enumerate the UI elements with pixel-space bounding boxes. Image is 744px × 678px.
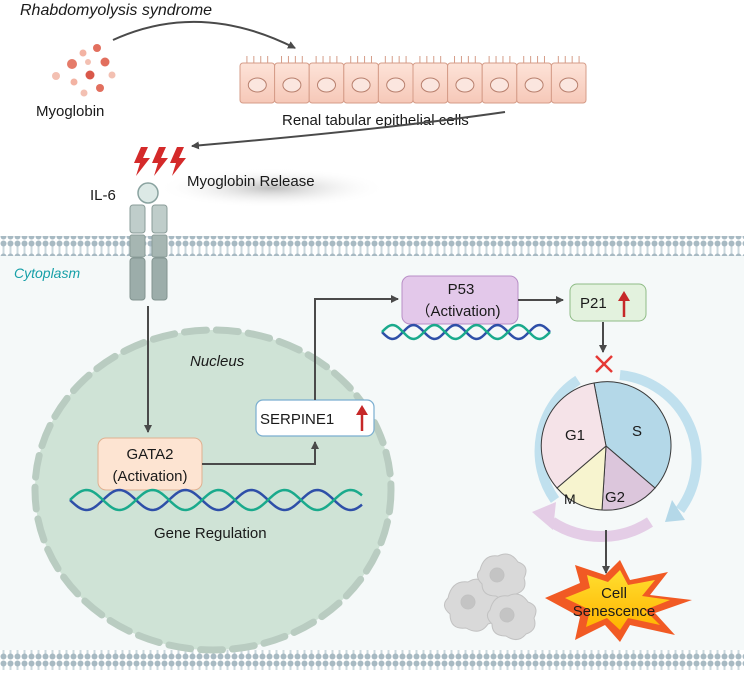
- renal-cell: [274, 56, 310, 104]
- block-x-icon: [595, 355, 613, 373]
- cell-nucleus-icon: [317, 77, 336, 93]
- cell-senescence-label-line1: Cell: [601, 585, 627, 602]
- p21-box: [569, 283, 647, 322]
- cell-nucleus-icon: [420, 77, 440, 93]
- gata2-activation-label: (Activation): [112, 468, 187, 485]
- il6-receptor-icon: [129, 182, 168, 301]
- arrow-renal-to-release: [191, 111, 506, 150]
- dna-helix-nucleus: [69, 488, 363, 512]
- renal-cell: [481, 56, 518, 104]
- cell-cycle-wheel: [540, 381, 672, 511]
- p53-activation-label: （Activation): [415, 303, 500, 320]
- renal-cell: [412, 56, 449, 104]
- renal-cell: [239, 56, 276, 104]
- myoglobin-release-label: Myoglobin Release: [187, 173, 315, 190]
- renal-cells-label: Renal tabular epithelial cells: [282, 112, 469, 129]
- cell-nucleus-icon: [386, 77, 406, 93]
- myoglobin-molecules-icon: [52, 44, 116, 97]
- renal-tabular-epithelial-cells: [239, 56, 587, 104]
- il6-label: IL-6: [90, 187, 116, 204]
- diagram-title: Rhabdomyolysis syndrome: [20, 2, 212, 19]
- gene-regulation-label: Gene Regulation: [154, 525, 267, 542]
- cell-nucleus-icon: [490, 77, 509, 93]
- cell-nucleus-icon: [559, 77, 579, 93]
- phase-g1-label: G1: [565, 427, 585, 444]
- gata2-label: GATA2: [127, 446, 174, 463]
- release-shadow: [157, 168, 387, 208]
- p21-up-arrow-icon: [618, 291, 630, 317]
- senescent-cells-icon: [444, 553, 537, 640]
- cell-nucleus-icon: [455, 77, 475, 93]
- renal-cell: [550, 56, 587, 104]
- cell-nucleus-icon: [247, 77, 267, 93]
- myoglobin-label: Myoglobin: [36, 103, 104, 120]
- renal-cell: [343, 56, 379, 104]
- cell-senescence-burst: [545, 560, 692, 642]
- cell-cycle-arrows: [532, 370, 702, 543]
- dna-helix-p53: [381, 323, 551, 341]
- p53-label: P53: [448, 281, 475, 298]
- renal-cell: [447, 56, 483, 104]
- cell-membrane-top: [0, 236, 744, 256]
- renal-cell: [308, 56, 345, 104]
- renal-cell: [377, 56, 414, 104]
- nuclear-envelope: [31, 326, 395, 654]
- phase-m-label: M: [564, 491, 576, 507]
- phase-g2-label: G2: [605, 489, 625, 506]
- cell-senescence-label-line2: Senescence: [573, 603, 656, 620]
- cytoplasm-label: Cytoplasm: [14, 265, 80, 281]
- phase-s-label: S: [632, 423, 642, 440]
- cell-nucleus-icon: [351, 77, 371, 93]
- p21-label: P21: [580, 295, 607, 312]
- nucleus-label: Nucleus: [190, 353, 245, 370]
- cell-nucleus-icon: [282, 77, 302, 93]
- arrow-serpine1-to-p53: [314, 295, 399, 400]
- arrow-gata2-to-serpine1: [202, 441, 319, 465]
- renal-cell: [516, 56, 552, 104]
- serpine1-up-arrow-icon: [356, 405, 368, 431]
- cell-nucleus-icon: [524, 77, 544, 93]
- lightning-bolts-icon: [134, 147, 186, 176]
- cell-membrane-bottom: [0, 650, 744, 670]
- serpine1-label: SERPINE1: [260, 411, 334, 428]
- arrow-myoglobin-to-renal: [112, 20, 296, 49]
